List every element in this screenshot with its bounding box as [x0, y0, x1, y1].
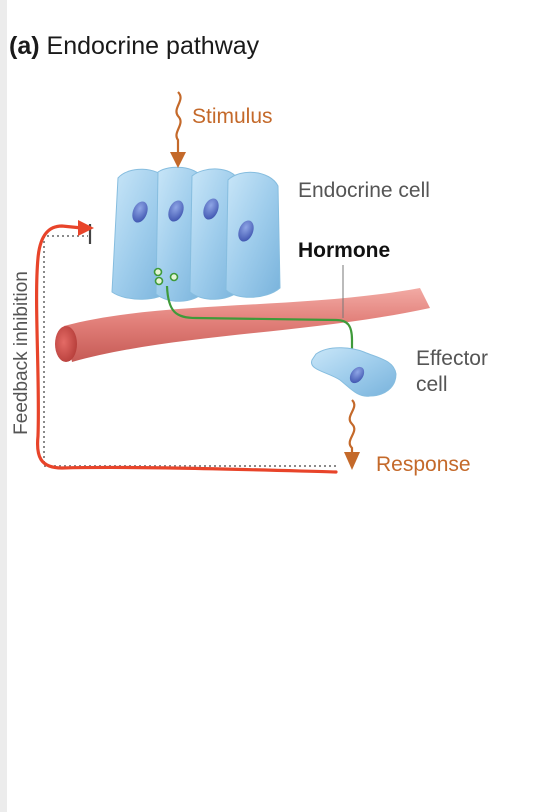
stimulus-arrow — [170, 91, 186, 168]
feedback-dotted-line — [43, 235, 336, 467]
hormone-vesicles — [153, 267, 179, 286]
response-label: Response — [376, 453, 471, 476]
blood-vessel — [55, 288, 430, 362]
feedback-annotation-arrow — [35, 220, 338, 474]
figure-title: (a) Endocrine pathway — [9, 32, 259, 61]
effector-cell — [311, 347, 397, 397]
effector-label-line1: Effector — [416, 347, 488, 370]
nucleus-icon — [203, 198, 219, 220]
endocrine-cells — [111, 166, 281, 302]
feedback-inhibition-label: Feedback inhibition — [11, 271, 32, 435]
endocrine-cell-label: Endocrine cell — [298, 179, 430, 202]
page-left-edge — [0, 0, 7, 812]
figure-title-text: Endocrine pathway — [46, 32, 260, 60]
effector-label-line2: cell — [416, 373, 448, 396]
nucleus-icon — [349, 366, 365, 384]
nucleus-icon — [238, 220, 254, 242]
effector-cell-label: Effector cell — [416, 346, 488, 398]
nucleus-icon — [132, 201, 148, 223]
response-arrow — [344, 399, 360, 470]
figure-letter: (a) — [9, 32, 40, 60]
nucleus-icon — [168, 200, 184, 222]
hormone-label: Hormone — [298, 239, 391, 262]
stimulus-label: Stimulus — [192, 105, 273, 128]
